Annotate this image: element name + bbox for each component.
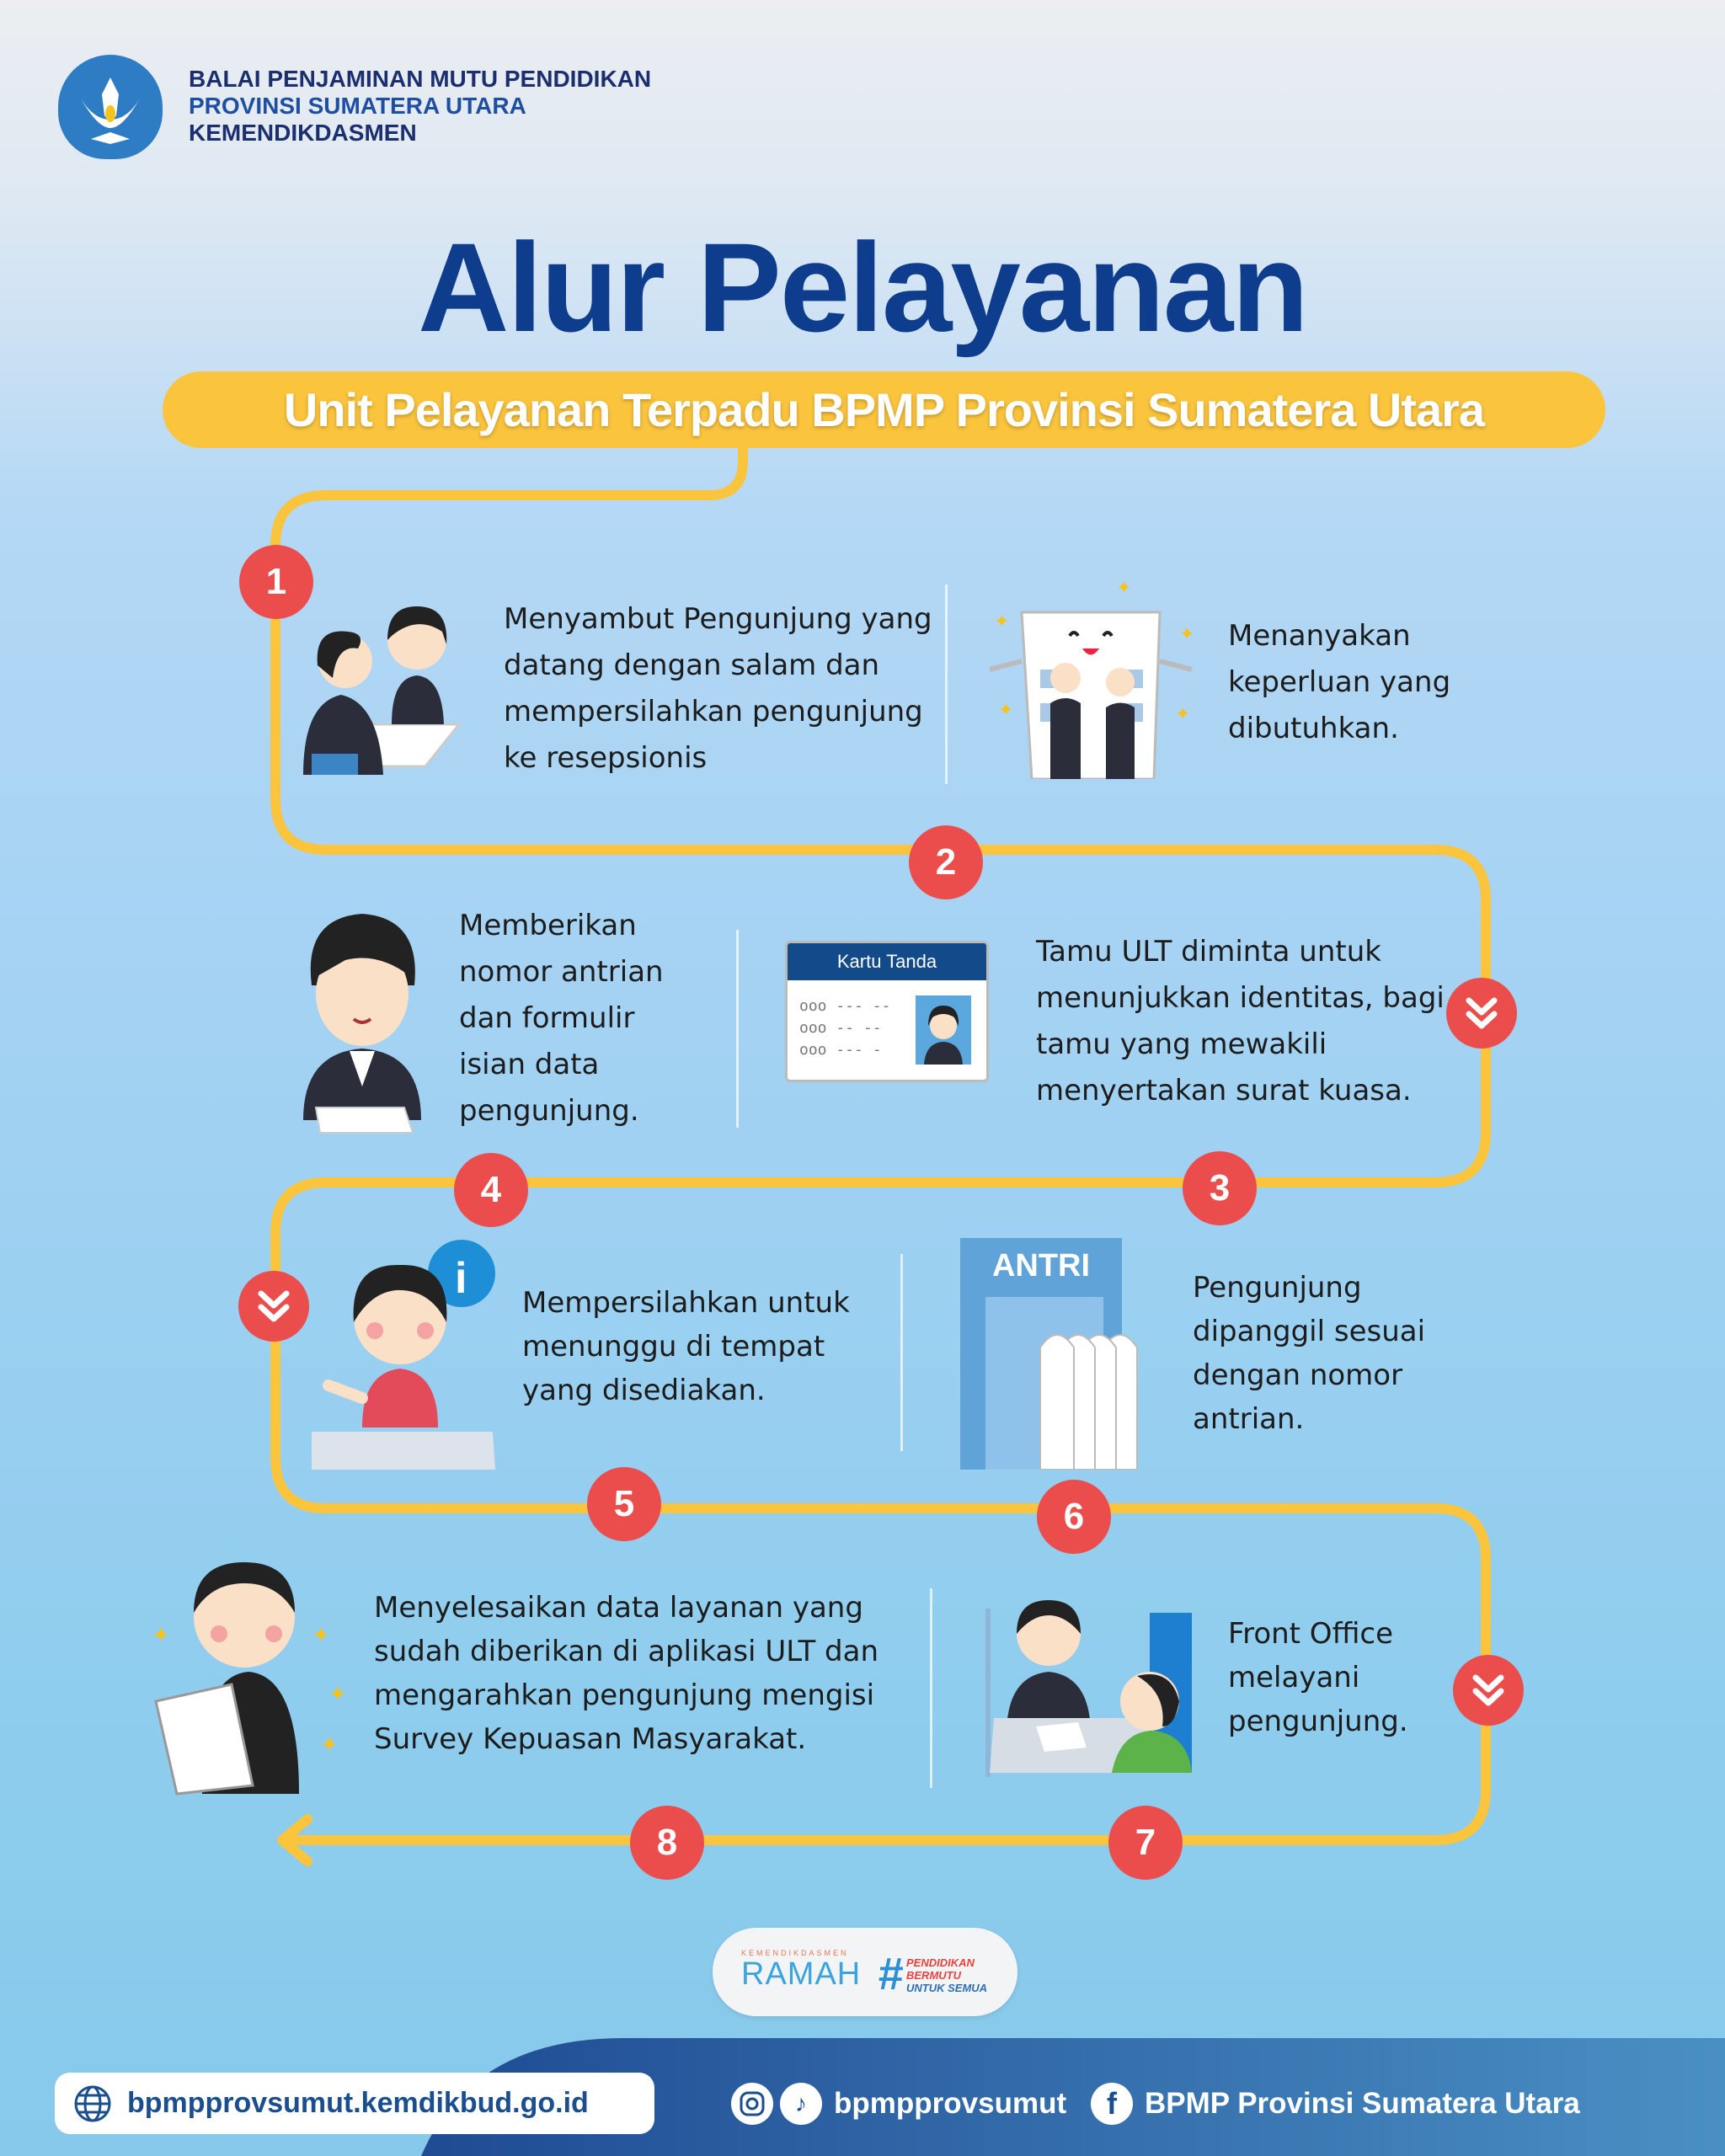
ramah-badge: KEMENDIKDASMEN RAMAH # PENDIDIKAN BERMUT…	[713, 1928, 1017, 2016]
organization-name: BALAI PENJAMINAN MUTU PENDIDIKAN PROVINS…	[189, 66, 651, 147]
divider	[900, 1254, 903, 1451]
svg-text:✦: ✦	[994, 611, 1009, 632]
facebook-text: BPMP Provinsi Sumatera Utara	[1145, 2087, 1580, 2120]
svg-text:✦: ✦	[312, 1622, 330, 1647]
chevron-down-icon	[1446, 978, 1517, 1049]
website-text: bpmpprovsumut.kemdikbud.go.id	[127, 2087, 589, 2119]
social-handle-text: bpmpprovsumut	[834, 2087, 1067, 2120]
form-filling-illustration	[303, 914, 421, 1134]
svg-text:✦: ✦	[1179, 623, 1194, 644]
id-card-label: Kartu Tanda	[788, 943, 986, 980]
step-number-7: 7	[1108, 1806, 1183, 1880]
svg-text:✦: ✦	[1175, 703, 1190, 724]
step-6-text: Pengunjung dipanggil sesuai dengan nomor…	[1193, 1271, 1426, 1436]
svg-text:✦: ✦	[152, 1622, 170, 1647]
logo	[58, 55, 163, 159]
page-title: Alur Pelayanan	[418, 216, 1309, 358]
step-number-1: 1	[239, 545, 313, 619]
hashtag-icon: #	[878, 1949, 904, 1999]
tag-line-2: BERMUTU	[906, 1969, 961, 1982]
step-4-text: Memberikan nomor antrian dan formulir is…	[459, 909, 664, 1128]
ramah-logo-text: RAMAH	[741, 1956, 862, 1992]
tag-line-3: UNTUK SEMUA	[906, 1982, 988, 1994]
front-office-illustration	[985, 1600, 1192, 1777]
greeting-illustration	[303, 606, 462, 775]
org-line-3: KEMENDIKDASMEN	[189, 120, 417, 146]
badge-small-text: KEMENDIKDASMEN	[741, 1949, 849, 1957]
svg-text:✦: ✦	[320, 1732, 339, 1757]
globe-icon	[74, 2085, 111, 2121]
divider	[736, 930, 739, 1128]
step-number-3: 3	[1183, 1151, 1257, 1225]
step-2-text: Menanyakan keperluan yang dibutuhkan.	[1228, 619, 1451, 745]
chevron-down-icon	[1453, 1655, 1524, 1726]
step-7-text: Front Office melayani pengunjung.	[1228, 1617, 1408, 1738]
survey-illustration: ✦ ✦ ✦ ✦	[152, 1562, 347, 1796]
tiktok-icon: ♪	[780, 2083, 822, 2125]
subtitle-banner: Unit Pelayanan Terpadu BPMP Provinsi Sum…	[163, 371, 1605, 448]
step-number-5: 5	[587, 1467, 661, 1541]
step-1-text: Menyambut Pengunjung yang datang dengan …	[504, 602, 932, 775]
org-line-2: PROVINSI SUMATERA UTARA	[189, 93, 526, 119]
svg-text:✦: ✦	[328, 1681, 347, 1706]
step-number-6: 6	[1037, 1480, 1111, 1554]
social-handle-link[interactable]: ♪ bpmpprovsumut	[731, 2080, 1066, 2127]
step-5-text: Mempersilahkan untuk menunggu di tempat …	[522, 1286, 850, 1407]
tag-line-1: PENDIDIKAN	[906, 1956, 975, 1969]
facebook-icon: f	[1091, 2083, 1133, 2125]
waiting-area-illustration: i	[312, 1240, 495, 1470]
website-link[interactable]: bpmpprovsumut.kemdikbud.go.id	[55, 2073, 654, 2134]
svg-text:✦: ✦	[998, 699, 1013, 720]
id-card-illustration: Kartu Tanda ooo --- --ooo -- --ooo --- -	[785, 941, 989, 1082]
queue-sign-label: ANTRI	[991, 1248, 1091, 1283]
instagram-icon	[731, 2083, 773, 2125]
step-number-4: 4	[454, 1153, 528, 1227]
divider	[945, 584, 948, 784]
facebook-link[interactable]: f BPMP Provinsi Sumatera Utara	[1091, 2080, 1580, 2127]
svg-text:i: i	[455, 1254, 467, 1303]
queue-illustration: ANTRI	[960, 1238, 1158, 1470]
reception-building-illustration: ✦ ✦ ✦ ✦ ✦	[989, 577, 1194, 779]
step-number-8: 8	[630, 1806, 704, 1880]
divider	[930, 1588, 932, 1788]
chevron-down-icon	[238, 1271, 309, 1342]
footer-background	[421, 2038, 1725, 2156]
step-8-text: Menyelesaikan data layanan yang sudah di…	[374, 1591, 879, 1756]
org-line-1: BALAI PENJAMINAN MUTU PENDIDIKAN	[189, 66, 652, 92]
step-number-2: 2	[909, 825, 983, 899]
svg-text:✦: ✦	[1116, 577, 1131, 598]
step-3-text: Tamu ULT diminta untuk menunjukkan ident…	[1036, 935, 1445, 1107]
